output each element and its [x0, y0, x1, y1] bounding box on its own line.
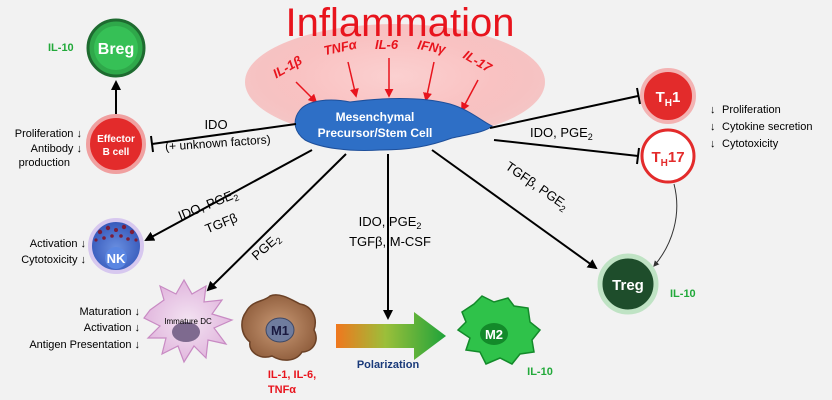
dc-nucleus — [172, 322, 200, 342]
inhibit-msc-th1 — [489, 95, 639, 129]
arrow-msc-to-dc — [206, 153, 347, 292]
nk-label: NK — [107, 251, 126, 266]
th1-effects: ↓ Proliferation ↓ Cytokine secretion ↓ C… — [710, 104, 813, 150]
immature-dc-cell — [143, 278, 234, 364]
effector-b-label-line1: Effector — [97, 134, 135, 145]
title: Inflammation — [286, 1, 515, 45]
msc-label-line1: Mesenchymal — [336, 110, 415, 124]
th1-label: TH1 — [656, 89, 681, 109]
edge-b-line2: (+ unknown factors) — [165, 132, 271, 153]
dc-effect-antigen: Antigen Presentation ↓ — [29, 339, 140, 351]
nk-cell — [88, 218, 144, 274]
th1-effect-arrow-1: ↓ — [710, 104, 716, 116]
inhibit-bar-th17 — [636, 147, 640, 165]
treg-label: Treg — [612, 277, 644, 294]
m1-nucleus — [265, 317, 295, 343]
breg-label: Breg — [98, 41, 134, 58]
polarization-arrow — [336, 312, 446, 360]
edge-th-label: IDO, PGE2 — [530, 125, 593, 142]
cytokine-ifng: IFNγ — [416, 37, 447, 57]
nk-effect-cytotoxicity: Cytotoxicity ↓ — [21, 254, 86, 266]
inhibit-bar-th1 — [636, 87, 641, 105]
th1-effect-proliferation: Proliferation — [722, 104, 781, 116]
effector-b-cell — [86, 114, 146, 174]
treg-il10: IL-10 — [670, 288, 696, 300]
dc-effects: Maturation ↓ Activation ↓ Antigen Presen… — [29, 306, 140, 351]
m1-secretes-line1: IL-1, IL-6, — [268, 369, 316, 381]
m2-il10: IL-10 — [527, 366, 553, 378]
effector-b-label-line2: B cell — [103, 147, 130, 158]
effect-proliferation: Proliferation ↓ — [15, 128, 82, 140]
inhibit-msc-th17 — [493, 139, 639, 157]
effect-production: production — [19, 157, 70, 169]
msc-cell — [294, 98, 493, 151]
nk-nucleus — [105, 247, 127, 269]
cytokine-il6: IL-6 — [375, 37, 399, 52]
breg-cell-inner — [94, 26, 138, 70]
nk-effects: Activation ↓ Cytotoxicity ↓ — [21, 238, 86, 266]
edge-m-line1: IDO, PGE2 — [359, 214, 422, 231]
m2-label: M2 — [485, 327, 503, 342]
inhibit-bar-b — [150, 135, 154, 153]
treg-cell — [597, 253, 659, 315]
edge-dc-label: PGE2 — [249, 230, 285, 264]
m1-secretes-line2: TNFα — [268, 384, 296, 396]
edge-b-line1: IDO — [204, 117, 227, 132]
dc-effect-maturation: Maturation ↓ — [79, 306, 140, 318]
cytokine-arrows — [295, 58, 479, 112]
m2-nucleus — [480, 323, 508, 345]
arrow-msc-to-nk — [144, 149, 313, 241]
dc-label: Immature DC — [164, 317, 212, 326]
arrow-msc-to-treg — [431, 149, 598, 270]
arrow-th17-to-treg — [653, 183, 678, 267]
dc-effect-activation: Activation ↓ — [84, 322, 140, 334]
nk-effect-activation: Activation ↓ — [30, 238, 86, 250]
th1-cell — [640, 68, 696, 124]
polarization-label: Polarization — [357, 359, 420, 371]
th17-cell — [640, 128, 696, 184]
th1-effect-arrow-3: ↓ — [710, 138, 716, 150]
edge-treg-label: TGFβ, PGE2 — [502, 158, 572, 214]
inhibit-msc-b — [151, 123, 297, 145]
th1-effect-cytokine: Cytokine secretion — [722, 121, 813, 133]
cytokine-tnfa: TNFα — [322, 36, 359, 58]
th17-label: TH17 — [651, 149, 684, 169]
m1-label: M1 — [271, 323, 289, 338]
th1-effect-arrow-2: ↓ — [710, 121, 716, 133]
edge-nk-line2: TGFβ — [203, 210, 240, 236]
nk-granules — [94, 224, 138, 242]
msc-label-line2: Precursor/Stem Cell — [318, 126, 433, 140]
th1-effect-cytotoxicity: Cytotoxicity — [722, 138, 779, 150]
edge-m-line2: TGFβ, M-CSF — [349, 234, 431, 249]
breg-il10: IL-10 — [48, 42, 74, 54]
effect-antibody: Antibody ↓ — [31, 143, 82, 155]
effector-b-effects: Proliferation ↓ Antibody ↓ production — [15, 128, 82, 169]
